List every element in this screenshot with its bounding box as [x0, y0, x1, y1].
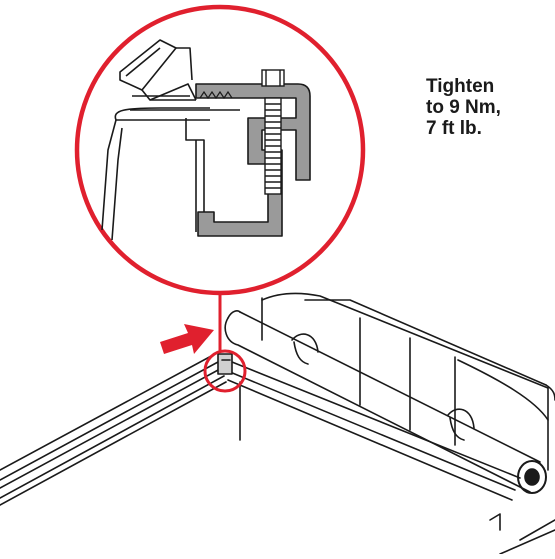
clamp-teeth — [199, 90, 233, 100]
clamp-on-bed — [217, 353, 501, 531]
bed-rail-front — [227, 361, 521, 501]
magnifier-circle-icon — [74, 4, 366, 296]
torque-instruction: Tighten to 9 Nm, 7 ft lb. — [426, 76, 551, 139]
bolt — [261, 69, 285, 195]
bed-inner-wall — [239, 297, 555, 555]
instruction-line-2: to 9 Nm, — [426, 97, 501, 118]
instruction-line-3: 7 ft lb. — [426, 118, 482, 139]
bed-rail-left — [0, 353, 227, 506]
clamp-detail — [101, 39, 240, 241]
rolled-tonneau-cover — [224, 310, 547, 494]
cab-panel — [261, 292, 555, 471]
instruction-line-1: Tighten — [426, 76, 495, 97]
zoom-source-circle — [203, 349, 247, 393]
right-arrow-icon — [160, 324, 214, 354]
